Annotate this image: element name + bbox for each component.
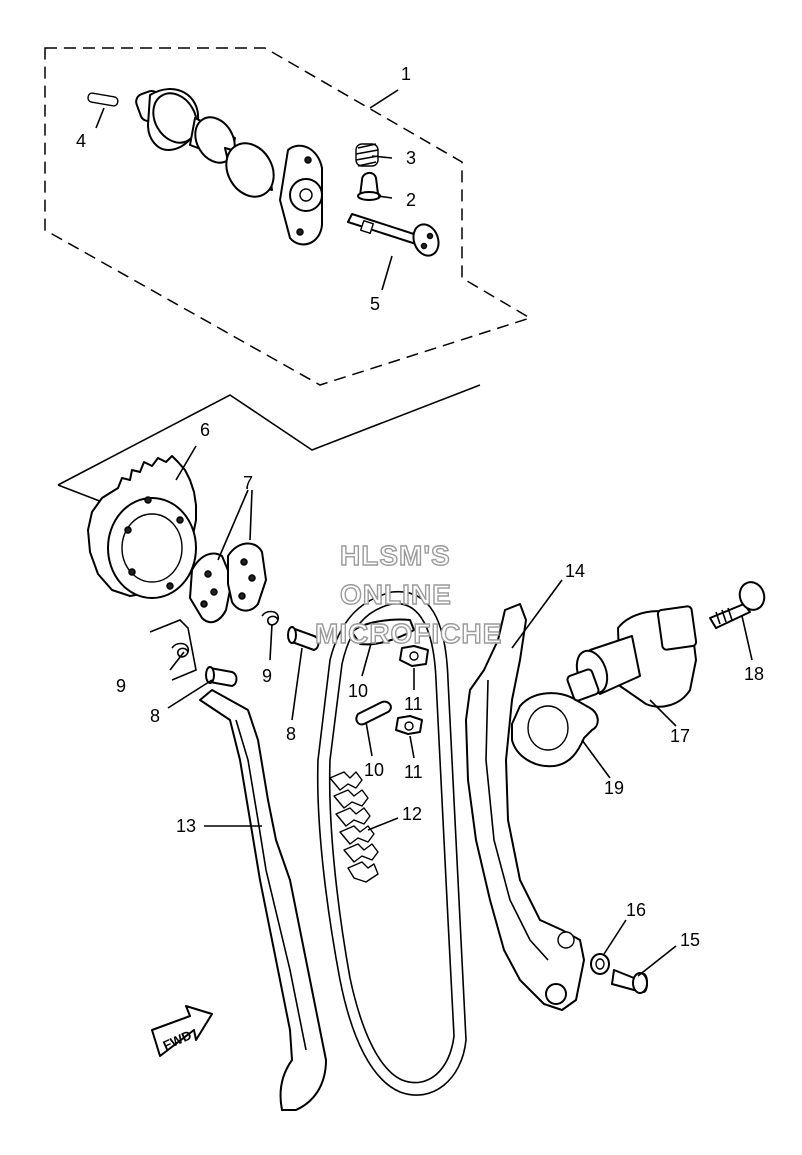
callout-10-lower: 10 (364, 760, 384, 780)
decompression-lever-left[interactable] (189, 552, 233, 624)
callout-2: 2 (406, 190, 416, 210)
callout-1: 1 (401, 64, 411, 84)
callout-labels: 1 2 3 4 5 6 7 8 8 9 9 10 10 11 11 12 13 … (76, 64, 764, 950)
timing-chain[interactable] (316, 590, 467, 1096)
decompression-lever-right[interactable] (227, 542, 267, 612)
callout-5: 5 (370, 294, 380, 314)
fwd-direction-arrow: FWD (151, 1005, 213, 1057)
callout-8-left: 8 (150, 706, 160, 726)
leader-lines (95, 89, 753, 977)
callout-15: 15 (680, 930, 700, 950)
guide-bolt[interactable] (611, 969, 648, 994)
watermark-line-2: ONLINE (340, 579, 452, 610)
callout-14: 14 (565, 561, 585, 581)
pin-bolt-right[interactable] (287, 626, 320, 651)
pin-bolt-left[interactable] (205, 666, 238, 687)
assembly-boundary-dashed (44, 47, 532, 386)
guide-stopper-lower[interactable] (355, 700, 392, 726)
callout-6: 6 (200, 420, 210, 440)
assembly-boundary-bracket (149, 619, 197, 681)
chain-links[interactable] (329, 771, 379, 883)
callout-11-upper: 11 (404, 694, 423, 714)
bolt-lower[interactable] (395, 715, 423, 735)
callout-11-lower: 11 (404, 762, 423, 782)
callout-13: 13 (176, 816, 196, 836)
callout-19: 19 (604, 778, 624, 798)
return-spring-left[interactable] (171, 642, 190, 658)
decompression-shaft[interactable] (347, 213, 443, 259)
callout-4: 4 (76, 131, 86, 151)
plug[interactable] (357, 172, 381, 201)
spring[interactable] (355, 143, 379, 167)
callout-10-upper: 10 (348, 681, 368, 701)
callout-12: 12 (402, 804, 422, 824)
callout-8-right: 8 (286, 724, 296, 744)
callout-9-left: 9 (116, 676, 126, 696)
assembly-boundary-solid (57, 384, 481, 486)
return-spring-right[interactable] (261, 610, 280, 626)
chain-tensioner[interactable] (566, 605, 698, 708)
chain-guide-exhaust[interactable] (465, 603, 585, 1011)
callout-9-right: 9 (262, 666, 272, 686)
washer[interactable] (590, 953, 610, 975)
bolt-upper[interactable] (399, 645, 429, 667)
tensioner-gasket[interactable] (511, 692, 599, 768)
watermark-line-1: HLSM'S (340, 540, 451, 571)
chain-guide-intake[interactable] (199, 689, 327, 1111)
watermark-line-3: MICROFICHE (315, 618, 502, 649)
watermark: HLSM'S ONLINE MICROFICHE (314, 539, 502, 649)
tensioner-bolt[interactable] (709, 579, 768, 629)
callout-7: 7 (243, 473, 253, 493)
callout-18: 18 (744, 664, 764, 684)
callout-3: 3 (406, 148, 416, 168)
dowel-pin[interactable] (87, 92, 119, 107)
cam-sprocket[interactable] (87, 455, 197, 599)
camshaft[interactable] (134, 85, 323, 246)
callout-16: 16 (626, 900, 646, 920)
callout-17: 17 (670, 726, 690, 746)
